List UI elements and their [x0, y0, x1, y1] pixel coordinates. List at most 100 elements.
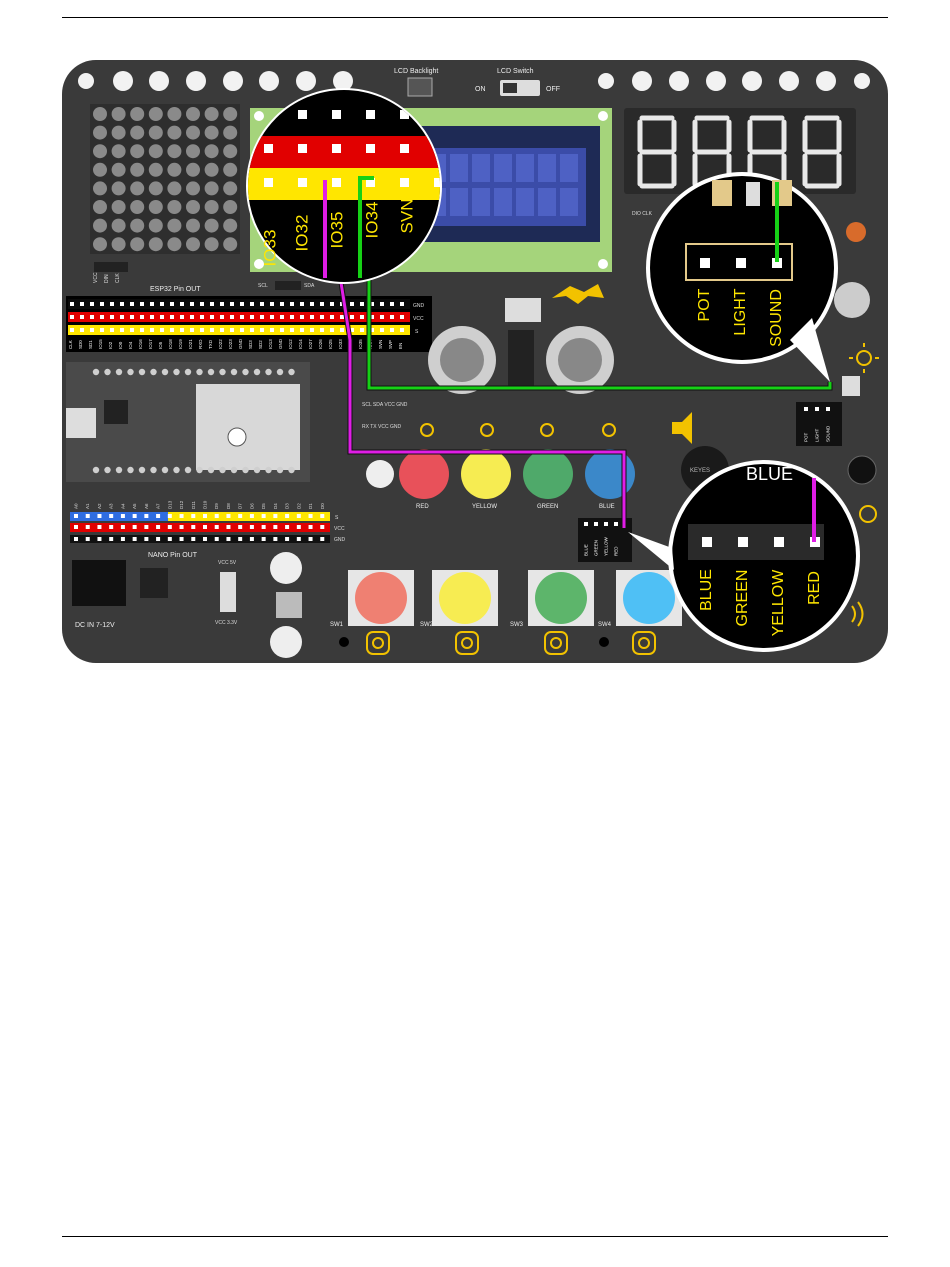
nano-pin-vcc [203, 525, 207, 529]
esp32-pin-label: IO4 [128, 341, 133, 349]
push-buttons[interactable] [348, 570, 682, 626]
esp32-pin-vcc [330, 315, 334, 319]
nano-pin-vcc [226, 525, 231, 529]
esp32-pin-signal [290, 328, 294, 332]
top-rule [62, 17, 888, 18]
esp32-pin-signal [270, 328, 274, 332]
esp32-pin-signal [360, 328, 364, 332]
nano-pin-signal [296, 514, 301, 518]
sensor-header-label: LIGHT [815, 428, 820, 442]
esp32-pin-vcc [220, 315, 224, 319]
sun-icon [849, 343, 879, 373]
nano-pinout-title: NANO Pin OUT [148, 552, 198, 559]
nano-pin-gnd [191, 537, 196, 541]
nano-pin-label: D13 [167, 500, 172, 509]
nano-pin-vcc [97, 525, 102, 529]
esp32-pin-gnd [330, 302, 334, 306]
esp32-pin-label: IO17 [148, 339, 153, 349]
lcd-switch-label: LCD Switch [497, 68, 534, 75]
led-green [523, 449, 573, 499]
esp32-pin-label: IO26 [318, 339, 323, 349]
esp32-chip [196, 384, 300, 470]
nano-pin-signal [308, 514, 313, 518]
esp32-pin-gnd [290, 302, 294, 306]
led-header-label: YELLOW [604, 536, 609, 556]
zoom-esp32-pins [246, 88, 442, 284]
esp32-pin-label: TXD [208, 339, 213, 349]
esp32-pin-vcc [390, 315, 394, 319]
matrix-header-labels: VCC DIN CLK [93, 272, 121, 283]
nano-pin-gnd [85, 537, 90, 541]
nano-s-label: S [335, 515, 339, 521]
esp32-pin-vcc [160, 315, 164, 319]
nano-pin-label: D3 [285, 503, 290, 509]
nano-pin-gnd [285, 537, 290, 541]
nano-pin-signal [191, 514, 196, 518]
nano-pin-label: A5 [132, 503, 137, 509]
esp32-pin-vcc [300, 315, 304, 319]
seven-segment-display [624, 108, 856, 194]
esp32-pin-vcc [290, 315, 294, 319]
esp32-pin-signal [260, 328, 264, 332]
matrix-header [94, 262, 128, 272]
led-label-blue: BLUE [599, 504, 615, 510]
esp32-pin-label: SVN [378, 340, 383, 349]
esp32-pin-label: IO33 [338, 339, 343, 349]
esp32-pin-signal [240, 328, 244, 332]
esp32-pin-gnd [200, 302, 204, 306]
esp32-pin-gnd [380, 302, 384, 306]
esp32-pin-vcc [400, 315, 404, 319]
esp32-gnd-label: GND [413, 303, 425, 309]
nano-pin-label: A7 [156, 503, 161, 509]
potentiometer[interactable] [834, 282, 870, 318]
esp32-pin-vcc [340, 315, 344, 319]
sensor-header-label: POT [804, 432, 809, 442]
nano-pin-vcc [308, 525, 313, 529]
nano-pin-signal [238, 514, 243, 518]
esp32-pin-vcc [210, 315, 214, 319]
nano-pin-label: D12 [179, 500, 184, 509]
lcd-switch-knob[interactable] [503, 83, 517, 93]
nano-pin-signal [214, 514, 219, 518]
esp32-pin-gnd [130, 302, 134, 306]
nano-pin-signal [167, 514, 172, 518]
led-label-green: GREEN [537, 504, 558, 510]
zoom-sensor-header [646, 172, 838, 382]
esp32-vcc-label: VCC [413, 316, 424, 322]
esp32-pin-label: CLK [68, 340, 73, 349]
esp32-pin-gnd [310, 302, 314, 306]
esp32-pin-signal [370, 328, 374, 332]
zoom-pin-sound: SOUND [768, 289, 785, 347]
nano-pin-signal [120, 514, 125, 518]
esp32-pin-signal [180, 328, 184, 332]
esp32-pin-label: IO14 [298, 339, 303, 349]
nano-pin-signal [85, 514, 90, 518]
svg-text:DIN: DIN [104, 274, 110, 283]
button-sw1 [355, 572, 407, 624]
led-row [366, 449, 635, 499]
led-label-red: RED [416, 504, 429, 510]
esp32-pin-vcc [380, 315, 384, 319]
nano-pin-signal [144, 514, 149, 518]
esp32-pin-vcc [370, 315, 374, 319]
nano-pin-label: A2 [97, 503, 102, 509]
esp32-pin-gnd [350, 302, 354, 306]
esp32-pin-signal [300, 328, 304, 332]
nano-pin-vcc [144, 525, 149, 529]
zoom-led-pin-blue: BLUE [698, 569, 715, 611]
scl-label: SCL [258, 283, 268, 289]
esp32-pin-gnd [70, 302, 74, 306]
zoom-led-pin-green: GREEN [734, 570, 751, 627]
led-header-label: BLUE [584, 544, 589, 556]
esp32-pin-signal [190, 328, 194, 332]
nano-pin-vcc [320, 525, 325, 529]
esp32-pin-label: IO19 [178, 339, 183, 349]
esp32-pin-signal [340, 328, 344, 332]
nano-pin-label: A4 [120, 503, 125, 509]
nano-pin-signal [285, 514, 290, 518]
nano-pin-label: D11 [191, 501, 196, 509]
power-switch[interactable] [220, 572, 236, 612]
nano-pin-label: D0 [320, 503, 325, 509]
esp32-pin-vcc [260, 315, 264, 319]
esp32-pin-gnd [390, 302, 394, 306]
